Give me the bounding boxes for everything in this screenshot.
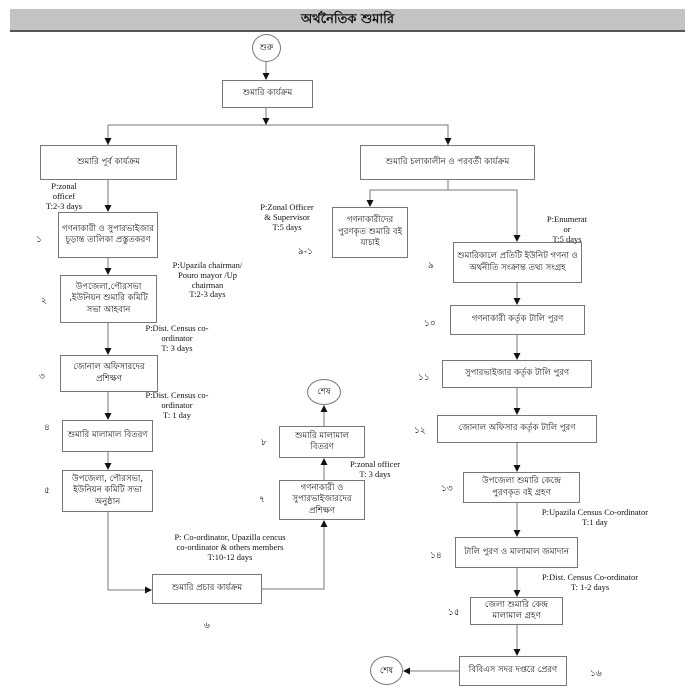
step-16-box: বিবিএস সদর দপ্তরে প্রেরণ bbox=[459, 656, 567, 686]
step-13-number: ১৩ bbox=[441, 484, 453, 494]
note-step-14: P:Dist. Census Co-ordinator T: 1-2 days bbox=[541, 572, 639, 592]
step-7-box: গণনাকারী ও সুপারভাইজারদের প্রশিক্ষণ bbox=[279, 480, 365, 520]
step-10-number: ১০ bbox=[424, 319, 436, 329]
step-13-box: উপজেলা শুমারি কেন্দ্রে পুরণকৃত বই গ্রহণ bbox=[463, 472, 580, 503]
diagram-title: অর্থনৈতিক শুমারি bbox=[10, 9, 685, 32]
step-4-number: ৪ bbox=[44, 423, 50, 433]
step-11-number: ১১ bbox=[418, 373, 430, 383]
step-12-number: ১২ bbox=[414, 426, 426, 436]
step-12-box: জোনাল অফিসার কর্তৃক টালি পুরণ bbox=[437, 415, 597, 443]
pre-census-box: শুমারি পূর্ব কার্যক্রম bbox=[40, 145, 177, 180]
step-14-number: ১৪ bbox=[430, 551, 442, 561]
step-4-box: শুমারি মালামাল বিতরণ bbox=[62, 420, 153, 452]
start-node: শুরু bbox=[252, 34, 281, 62]
note-step-9-1: P:Zonal Officer & Supervisor T:5 days bbox=[260, 202, 314, 232]
step-9-number: ৯ bbox=[428, 261, 434, 271]
note-step-7: P:zonal officer T: 3 days bbox=[349, 459, 401, 479]
note-step-3: P:Dist. Census co- ordinator T: 3 days bbox=[145, 323, 209, 353]
step-5-number: ৫ bbox=[44, 486, 50, 496]
step-6-number: ৬ bbox=[204, 621, 210, 631]
end-node-right: শেষ bbox=[370, 656, 403, 685]
step-1-number: ১ bbox=[36, 235, 42, 245]
step-1-box: গণনাকারী ও সুপারভাইজার চূড়ান্ত তালিকা প… bbox=[58, 212, 158, 258]
step-5-box: উপজেলা, পৌরসভা, ইউনিয়ন কমিটি সভা অনুষ্ঠ… bbox=[62, 470, 153, 512]
step-10-box: গণনাকারী কর্তৃক টালি পুরণ bbox=[450, 305, 585, 335]
step-9-box: শুমারিকালে প্রতিটি ইউনিট গণনা ও অর্থনীতি… bbox=[453, 242, 582, 283]
end-node-left: শেষ bbox=[307, 379, 341, 405]
note-step-1: P:zonal officef T:2-3 days bbox=[45, 181, 83, 211]
step-3-number: ৩ bbox=[39, 372, 45, 382]
step-3-box: জোনাল অফিসারদের প্রশিক্ষণ bbox=[60, 355, 158, 392]
note-step-13: P:Upazila Census Co-ordinator T:1 day bbox=[541, 507, 649, 527]
step-11-box: সুপারভাইজার কর্তৃক টালি পুরণ bbox=[442, 360, 592, 388]
note-step-2: P:Upazila chairman/ Pouro mayor /Up chai… bbox=[172, 260, 243, 300]
note-step-6: P: Co-ordinator, Upazilla cencus co-ordi… bbox=[174, 532, 286, 562]
step-2-box: উপজেলা,পৌরসভা ,ইউনিয়ন শুমারি কমিটি সভা … bbox=[60, 275, 157, 323]
step-8-number: ৮ bbox=[261, 438, 267, 448]
step-6-box: শুমারি প্রচার কার্যক্রম bbox=[152, 574, 262, 604]
step-15-box: জেলা শুমারি কেন্দ্র মালামাল গ্রহণ bbox=[470, 597, 563, 625]
step-8-box: শুমারি মালামাল বিতরণ bbox=[279, 426, 365, 458]
step-9-1-number: ৯-১ bbox=[298, 247, 313, 257]
root-box: শুমারি কার্যক্রম bbox=[222, 80, 313, 108]
step-9-1-box: গণনাকারীদের পুরণকৃত শুমারি বই যাচাই bbox=[332, 207, 408, 258]
note-step-4: P:Dist. Census co- ordinator T: 1 day bbox=[145, 390, 209, 420]
during-post-census-box: শুমারি চলাকালীন ও পরবর্তী কার্যক্রম bbox=[360, 145, 535, 180]
step-15-number: ১৫ bbox=[448, 608, 460, 618]
step-2-number: ২ bbox=[41, 296, 47, 306]
step-14-box: টালি পুরণ ও মালামাল জমাদান bbox=[455, 537, 578, 568]
step-16-number: ১৬ bbox=[590, 669, 602, 679]
step-7-number: ৭ bbox=[259, 495, 265, 505]
note-step-9: P:Enumerat or T:5 days bbox=[546, 214, 588, 244]
